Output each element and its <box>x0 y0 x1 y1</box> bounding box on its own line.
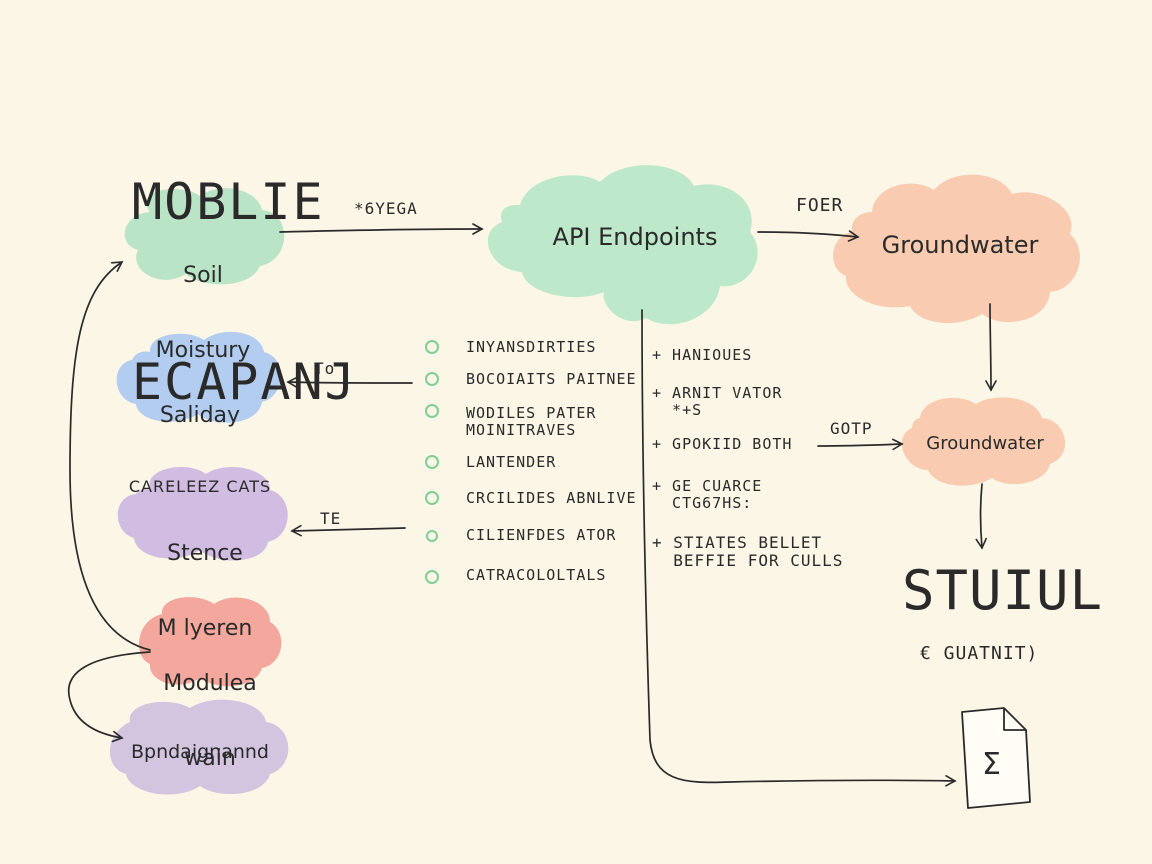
saliday-node-line-1: Saliday <box>159 402 241 428</box>
saliday-node: Saliday CARELEEZ CATS <box>120 352 280 547</box>
list-item: CRCILIDES ABNLIVE <box>466 489 637 507</box>
bpndaignannd-node: Bpndaignannd <box>130 741 269 763</box>
list-bullet <box>425 570 439 584</box>
list-bullet <box>425 404 439 418</box>
arrow-list-to-saliday <box>286 376 413 389</box>
arrow-modulea-to-bpndaignannd <box>67 651 151 743</box>
list-bullet <box>425 340 439 354</box>
arrow-list-to-stence <box>290 524 406 537</box>
arrow-soil-to-api <box>279 223 484 235</box>
arrow-modulea-to-soil <box>69 261 151 651</box>
note-item: + HANIOUES <box>652 346 753 364</box>
soil-node-line-2: Moistury <box>155 338 251 364</box>
list-item: LANTENDER <box>466 453 557 471</box>
groundwater-mid-node-shape <box>901 397 1066 486</box>
list-item: CILIENFDES ATOR <box>466 526 617 544</box>
saliday-node-line-2: CARELEEZ CATS <box>128 477 272 497</box>
title-line-2: ECAPANJ <box>132 353 357 411</box>
list-item: WODILES PATER MOINITRAVES <box>466 404 597 440</box>
note-item: + GE CUARCE CTG67HS: <box>652 477 763 513</box>
note-item: + STIATES BELLET BEFFIE FOR CULLS <box>652 533 844 571</box>
groundwater-top-node-shape <box>833 174 1080 324</box>
arrow-api-to-document <box>641 309 957 787</box>
stence-node-shape <box>117 466 288 561</box>
edge-label-notes-to-groundwater: GOTP <box>830 419 873 438</box>
document-symbol: Σ <box>982 747 1001 782</box>
list-bullet <box>425 491 439 505</box>
edge-label-list-to-stence: TE <box>320 509 342 528</box>
api-endpoints-node: API Endpoints <box>552 223 718 251</box>
api-endpoints-node-shape <box>487 165 758 325</box>
saliday-node-shape <box>116 331 282 423</box>
stence-node-line-2: M lyeren <box>157 616 253 642</box>
groundwater-top-node: Groundwater <box>881 231 1039 259</box>
arrow-groundwater-to-output <box>975 483 988 550</box>
list-bullets <box>425 340 439 584</box>
list-item: INYANSDIRTIES <box>466 338 597 356</box>
modulea-node-line-1: Modulea <box>163 670 257 696</box>
title-line-1: MOBLIE <box>132 173 325 231</box>
output-title: STUIUL <box>902 559 1104 622</box>
list-bullet <box>425 455 439 469</box>
arrow-api-to-groundwater <box>757 230 860 242</box>
soil-moisture-node: Soil Moistury <box>138 212 268 414</box>
note-item: + ARNIT VATOR *+S <box>652 384 783 420</box>
modulea-node-line-2: wain <box>184 746 236 772</box>
output-subtitle: € GUATNIT) <box>920 643 1039 664</box>
edge-label-api-to-groundwater: FOER <box>796 195 844 216</box>
stence-node: Stence M lyeren <box>130 490 280 692</box>
list-item: CATRACOLOLTALS <box>466 566 607 584</box>
modulea-node: Modulea wain <box>140 620 280 822</box>
soil-moisture-node-shape <box>124 188 285 285</box>
modulea-node-shape <box>138 597 282 687</box>
arrow-notes-to-groundwater <box>817 438 904 451</box>
list-bullet <box>426 530 438 542</box>
bpndaignannd-node-shape <box>109 699 289 795</box>
note-item: + GPOKIID BOTH <box>652 435 793 453</box>
document-icon <box>961 707 1031 809</box>
groundwater-mid-node: Groundwater <box>926 433 1044 454</box>
arrow-groundwater-down <box>985 303 997 392</box>
edge-label-soil-to-api: *6YEGA <box>354 199 418 218</box>
list-item: BOCOIAITS PAITNEE <box>466 370 637 388</box>
list-bullet <box>425 372 439 386</box>
edge-label-list-to-saliday: To <box>314 359 336 378</box>
diagram-title: MOBLIE ECAPANJ <box>132 52 357 532</box>
soil-node-line-1: Soil <box>183 262 223 288</box>
stence-node-line-1: Stence <box>167 540 243 566</box>
